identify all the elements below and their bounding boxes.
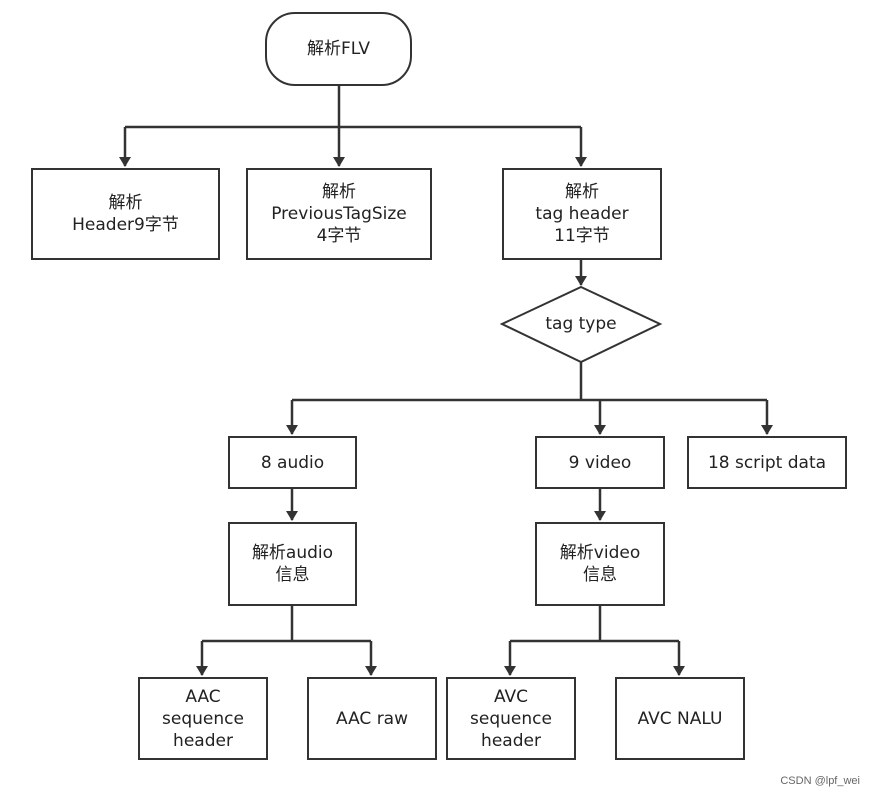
aac-sequence-header-line-3: header: [173, 730, 233, 751]
aac-raw-label: AAC raw: [335, 708, 409, 729]
tag-type-label: tag type: [545, 314, 617, 334]
parse-video-line-2: 信息: [583, 565, 617, 585]
video-node: 9 video: [535, 436, 665, 489]
avc-nalu-node: AVC NALU: [615, 677, 745, 760]
aac-sequence-header-node: AAC sequence header: [138, 677, 268, 760]
tag-header-node: 解析 tag header 11字节: [502, 168, 662, 260]
parse-video-line-1: 解析video: [559, 543, 641, 563]
parse-audio-line-2: 信息: [275, 565, 310, 585]
previous-tag-size-line-2: PreviousTagSize: [271, 204, 407, 224]
header-node: 解析 Header9字节: [31, 168, 220, 260]
audio-node: 8 audio: [228, 436, 357, 489]
avc-sequence-header-line-3: header: [481, 730, 541, 751]
video-node-label: 9 video: [568, 452, 632, 473]
tag-type-diamond: [499, 285, 663, 364]
tag-header-line-2: tag header: [535, 204, 629, 224]
script-data-node: 18 script data: [687, 436, 847, 489]
start-node-label: 解析FLV: [306, 39, 370, 59]
parse-audio-line-1: 解析audio: [251, 543, 334, 563]
parse-video-node: 解析video 信息: [535, 522, 665, 606]
aac-sequence-header-line-2: sequence: [162, 708, 244, 729]
previous-tag-size-node: 解析 PreviousTagSize 4字节: [246, 168, 432, 260]
avc-sequence-header-line-2: sequence: [470, 708, 552, 729]
aac-raw-node: AAC raw: [307, 677, 437, 760]
avc-sequence-header-node: AVC sequence header: [446, 677, 576, 760]
tag-header-line-3: 11字节: [554, 226, 610, 246]
start-node: 解析FLV: [265, 12, 412, 86]
avc-nalu-label: AVC NALU: [637, 708, 723, 729]
watermark: CSDN @lpf_wei: [780, 775, 860, 787]
header-node-line-1: 解析: [108, 193, 143, 213]
previous-tag-size-line-1: 解析: [322, 182, 356, 202]
header-node-line-2: Header9字节: [72, 215, 179, 235]
tag-type-label-box: tag type: [522, 310, 640, 338]
script-data-node-label: 18 script data: [707, 452, 827, 473]
parse-audio-node: 解析audio 信息: [228, 522, 357, 606]
avc-sequence-header-line-1: AVC: [493, 686, 529, 707]
previous-tag-size-line-3: 4字节: [316, 226, 362, 246]
audio-node-label: 8 audio: [260, 452, 325, 473]
tag-header-line-1: 解析: [565, 182, 599, 202]
aac-sequence-header-line-1: AAC: [185, 686, 221, 707]
